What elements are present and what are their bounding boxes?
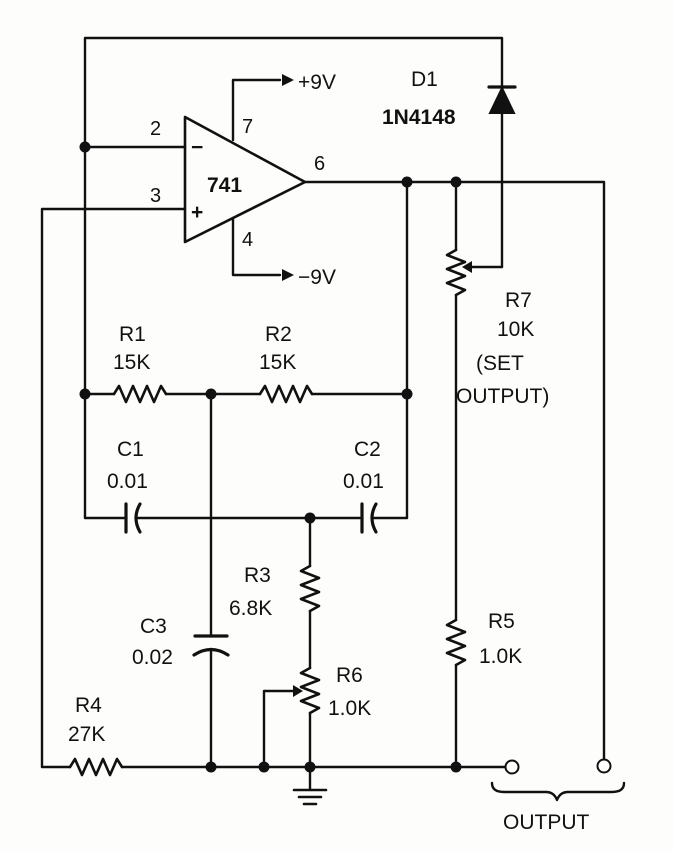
r4-resistor (68, 757, 124, 777)
diode-d1 (487, 85, 517, 114)
r7-resistor (445, 248, 467, 297)
r4-value-label: 27K (68, 723, 105, 746)
noninverting-input-wire (40, 207, 187, 769)
r6-value-label: 1.0K (328, 697, 371, 720)
output-terminal-ground[interactable] (504, 759, 520, 775)
r5-resistor (445, 618, 467, 667)
r2-value-label: 15K (259, 351, 296, 374)
r7-note-line2: OUTPUT) (456, 385, 549, 408)
r1-value-label: 15K (113, 351, 150, 374)
opamp-pin-3-label: 3 (150, 185, 161, 207)
r2-ref-label: R2 (265, 323, 292, 346)
ground-symbol (292, 765, 328, 806)
supply-negative-label: −9V (298, 266, 336, 289)
opamp-pin-6-label: 6 (314, 153, 325, 175)
c2-value-label: 0.01 (343, 470, 384, 493)
r6-wiper-wire (262, 689, 295, 769)
opamp-inverting-sign: − (191, 136, 203, 159)
r6-ref-label: R6 (336, 664, 363, 687)
supply-negative-arrow (231, 216, 294, 281)
r6-resistor (299, 666, 321, 715)
r2-resistor (258, 384, 314, 404)
c2-ref-label: C2 (354, 438, 381, 461)
r1-resistor (112, 384, 168, 404)
d1-value-label: 1N4148 (382, 106, 456, 129)
r4-ref-label: R4 (75, 694, 102, 717)
r3-resistor (299, 564, 321, 613)
supply-positive-label: +9V (298, 71, 336, 94)
output-label: OUTPUT (503, 811, 590, 834)
d1-ref-label: D1 (411, 68, 438, 91)
r5-ref-label: R5 (488, 610, 515, 633)
c3-ref-label: C3 (140, 615, 167, 638)
opamp-pin-2-label: 2 (150, 118, 161, 140)
opamp-pin-4-label: 4 (242, 229, 253, 251)
c3-value-label: 0.02 (132, 646, 173, 669)
c1-ref-label: C1 (117, 438, 144, 461)
r1-ref-label: R1 (119, 323, 146, 346)
r5-value-label: 1.0K (479, 645, 522, 668)
supply-positive-arrow (231, 74, 294, 142)
r6-wiper-arrow (293, 685, 303, 697)
opamp-name-label: 741 (207, 174, 242, 197)
opamp-pin-7-label: 7 (242, 116, 253, 138)
r3-ref-label: R3 (244, 564, 271, 587)
opamp-noninverting-sign: + (191, 201, 203, 224)
r3-value-label: 6.8K (229, 597, 272, 620)
output-terminal-signal[interactable] (596, 758, 612, 774)
opamp-741 (183, 115, 307, 244)
r7-ref-label: R7 (505, 289, 532, 312)
r7-value-label: 10K (497, 318, 534, 341)
feedback-wire-top (83, 36, 504, 269)
c1-value-label: 0.01 (107, 470, 148, 493)
output-brace (490, 781, 626, 802)
r7-wiper-arrow (462, 261, 472, 273)
r7-note-line1: (SET (476, 352, 524, 375)
junction-dots (79, 141, 462, 773)
